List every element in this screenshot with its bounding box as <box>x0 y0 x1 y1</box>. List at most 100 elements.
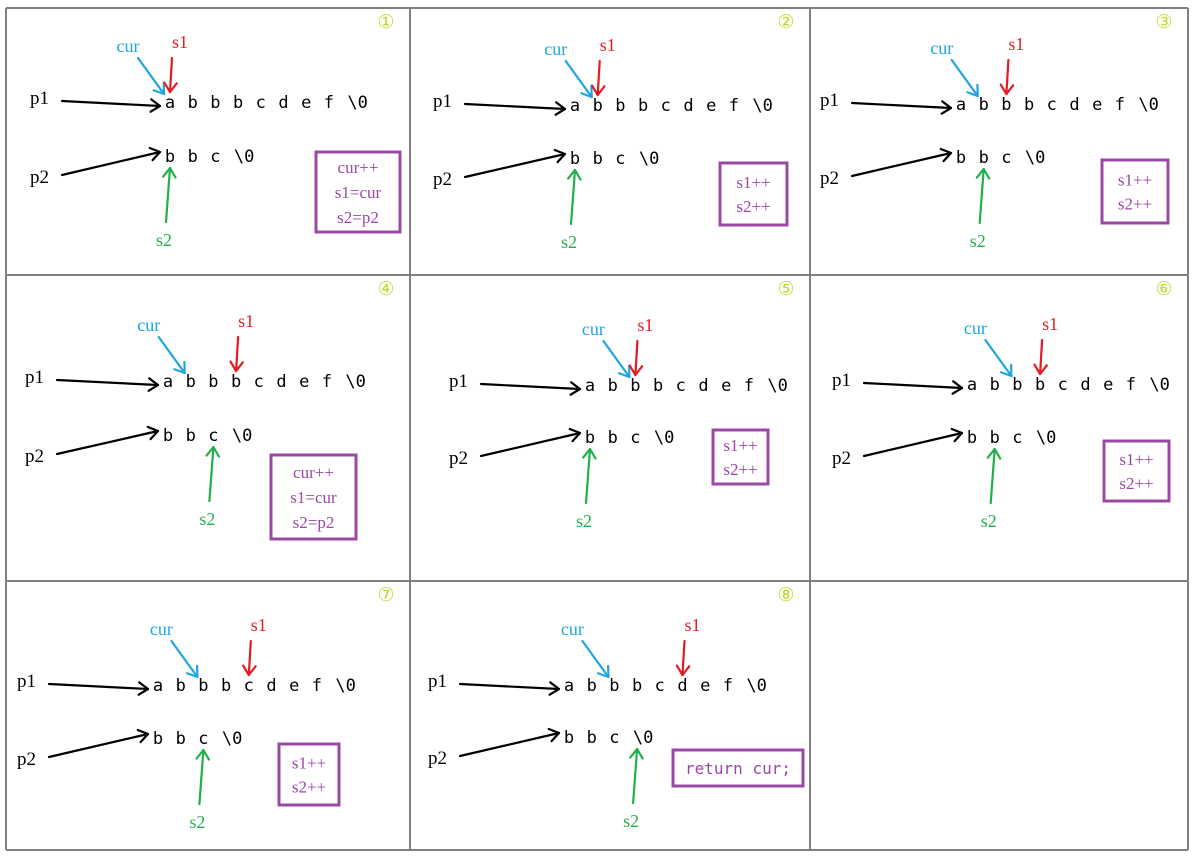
operation-box <box>277 742 341 807</box>
step-number: ⑥ <box>1155 279 1172 300</box>
string1-char: d <box>1069 95 1079 115</box>
string1-char: a <box>967 375 977 395</box>
string1-char: \0 <box>752 96 772 116</box>
string1-char: b <box>638 96 648 116</box>
string2-char: b <box>967 428 977 448</box>
cur-arrow <box>602 339 631 379</box>
string2-char: b <box>153 729 163 749</box>
cur-label: cur <box>544 39 567 59</box>
cur-label: cur <box>930 38 953 58</box>
string2-char: b <box>165 147 175 167</box>
s2-arrow <box>986 447 1002 505</box>
string1-char: f <box>723 676 733 696</box>
string1-char: c <box>256 93 266 113</box>
step-number: ② <box>777 12 794 33</box>
operation-text: s2++ <box>1118 195 1152 214</box>
string1-char: b <box>233 93 243 113</box>
string1-char: c <box>244 676 254 696</box>
p1-arrow <box>60 98 162 113</box>
s1-label: s1 <box>637 315 653 335</box>
string1-char: f <box>1126 375 1136 395</box>
string2-char: b <box>188 147 198 167</box>
string1-char: e <box>706 96 716 116</box>
string2-char: c <box>208 426 218 446</box>
operation-box <box>1102 439 1171 503</box>
s2-label: s2 <box>189 812 205 832</box>
string2-char: b <box>163 426 173 446</box>
string1-char: d <box>276 372 286 392</box>
string1-char: \0 <box>767 376 787 396</box>
string1-char: b <box>188 93 198 113</box>
s2-label: s2 <box>199 509 215 529</box>
string2-char: \0 <box>234 147 254 167</box>
cur-label: cur <box>150 619 173 639</box>
string1-char: b <box>615 96 625 116</box>
string1-char: \0 <box>1149 375 1169 395</box>
string2-char: c <box>1001 148 1011 168</box>
string2-char: c <box>630 428 640 448</box>
s1-label: s1 <box>251 615 267 635</box>
string2-char: \0 <box>654 428 674 448</box>
string2-char: c <box>609 728 619 748</box>
s1-label: s1 <box>600 35 616 55</box>
panel-grid <box>5 7 1189 851</box>
string2-char: c <box>198 729 208 749</box>
p2-label: p2 <box>17 749 36 770</box>
string2-char: b <box>956 148 966 168</box>
string1-char: f <box>744 376 754 396</box>
string2-char: b <box>608 428 618 448</box>
string2-char: b <box>587 728 597 748</box>
string2-char: b <box>570 149 580 169</box>
operation-text: s1++ <box>1118 171 1152 190</box>
string2-char: \0 <box>222 729 242 749</box>
string2-char: b <box>176 729 186 749</box>
cur-arrow <box>581 639 610 679</box>
s1-label: s1 <box>238 311 254 331</box>
string1-char: b <box>1012 375 1022 395</box>
string2-char: \0 <box>1036 428 1056 448</box>
p2-arrow <box>862 427 964 458</box>
string1-char: c <box>1058 375 1068 395</box>
cur-arrow <box>157 335 186 375</box>
operation-text: return cur; <box>685 759 791 778</box>
string1-char: b <box>1001 95 1011 115</box>
string1-char: b <box>221 676 231 696</box>
string1-char: e <box>289 676 299 696</box>
s1-label: s1 <box>1042 314 1058 334</box>
s2-arrow <box>567 168 582 226</box>
operation-text: s1++ <box>292 754 326 773</box>
cur-arrow <box>170 639 199 679</box>
s1-arrow <box>628 339 644 377</box>
step-number: ⑦ <box>377 585 394 606</box>
string1-char: b <box>587 676 597 696</box>
step-number: ⑤ <box>777 279 794 300</box>
p1-arrow <box>55 377 160 392</box>
string1-char: f <box>729 96 739 116</box>
string2-char: \0 <box>1025 148 1045 168</box>
string2-char: b <box>585 428 595 448</box>
string1-char: b <box>609 676 619 696</box>
string1-char: \0 <box>347 93 367 113</box>
string1-char: a <box>956 95 966 115</box>
s2-label: s2 <box>623 811 639 831</box>
string1-char: b <box>990 375 1000 395</box>
string2-char: b <box>979 148 989 168</box>
s1-label: s1 <box>684 615 700 635</box>
string1-char: c <box>676 376 686 396</box>
p2-label: p2 <box>820 168 839 189</box>
s1-arrow <box>999 58 1015 96</box>
p1-arrow <box>479 381 582 396</box>
string1-char: f <box>1115 95 1125 115</box>
operation-text: s2=p2 <box>293 513 335 532</box>
step-number: ⑧ <box>777 585 794 606</box>
operation-text: s2++ <box>1119 474 1153 493</box>
string1-char: f <box>324 93 334 113</box>
string2-char: b <box>186 426 196 446</box>
string1-char: \0 <box>345 372 365 392</box>
string1-char: b <box>198 676 208 696</box>
s2-label: s2 <box>981 511 997 531</box>
p1-label: p1 <box>832 370 851 391</box>
string1-char: \0 <box>746 676 766 696</box>
